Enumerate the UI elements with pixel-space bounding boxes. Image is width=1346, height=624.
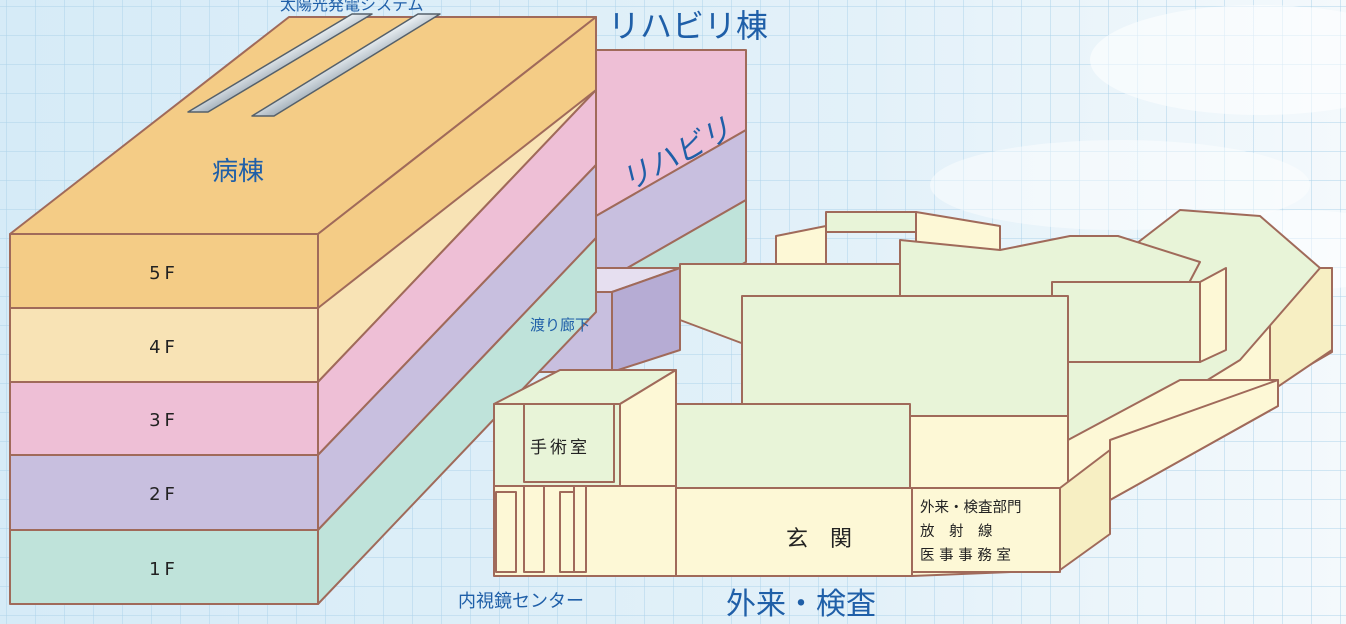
ward-roof-label: 病棟	[212, 157, 264, 187]
floor-label-5f: 5F	[149, 263, 179, 284]
corridor-label: 渡り廊下	[530, 316, 590, 334]
dept-line-admin: 医 事 事 務 室	[920, 547, 1011, 564]
floor-label-2f: 2F	[149, 484, 179, 505]
surgery-room-label: 手術室	[530, 438, 590, 458]
rehab-building-title: リハビリ棟	[608, 7, 768, 45]
cloud	[1090, 5, 1346, 115]
solar-system-label: 太陽光発電システム	[280, 0, 424, 14]
endoscopy-center-label: 内視鏡センター	[458, 591, 584, 612]
floor-label-4f: 4F	[149, 337, 179, 358]
dept-line-outpatient: 外来・検査部門	[920, 499, 1022, 516]
entrance-label: 玄 関	[786, 527, 852, 552]
cloud	[930, 140, 1310, 230]
outpatient-building	[493, 209, 1333, 577]
dept-line-radiology: 放 射 線	[920, 523, 993, 540]
floor-label-1f: 1F	[149, 559, 179, 580]
floor-label-3f: 3F	[149, 410, 179, 431]
outpatient-building-title: 外来・検査	[726, 587, 876, 622]
ward-building	[9, 16, 597, 605]
solar-panels	[187, 13, 441, 117]
